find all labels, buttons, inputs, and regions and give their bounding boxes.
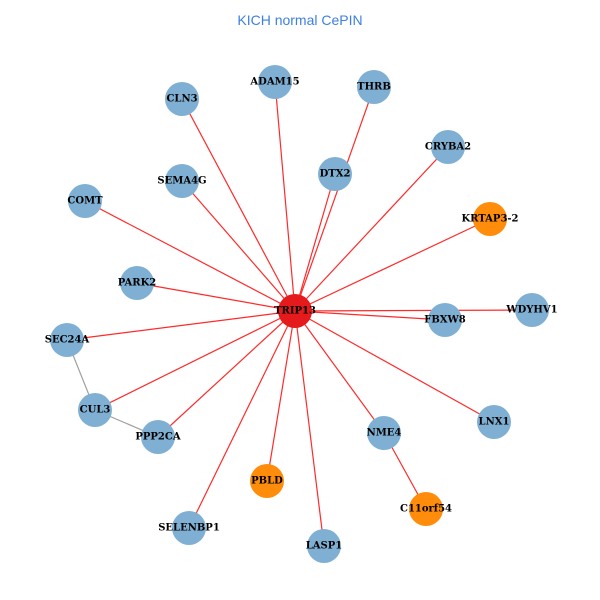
node-circle <box>258 65 292 99</box>
node-label: FBXW8 <box>424 315 466 326</box>
node-c11orf54: C11orf54 <box>400 492 452 526</box>
node-pbld: PBLD <box>250 464 284 498</box>
node-label: PBLD <box>251 476 283 487</box>
node-label: CRYBA2 <box>425 142 471 153</box>
edge-trip13-fbxw8 <box>294 310 446 321</box>
node-adam15: ADAM15 <box>249 65 300 99</box>
node-thrb: THRB <box>357 70 391 104</box>
node-ppp2ca: PPP2CA <box>135 420 181 454</box>
node-circle <box>250 464 284 498</box>
edge-trip13-lnx1 <box>294 310 495 423</box>
node-sema4g: SEMA4G <box>157 164 207 198</box>
node-circle <box>165 82 199 116</box>
edge-trip13-pbld <box>266 310 296 482</box>
node-label: NME4 <box>367 428 402 439</box>
edge-trip13-cln3 <box>181 98 296 312</box>
node-wdyhv1: WDYHV1 <box>505 293 558 327</box>
node-label: COMT <box>67 196 103 207</box>
node-label: PPP2CA <box>135 432 180 443</box>
edge-trip13-thrb <box>294 86 375 312</box>
node-krtap3-2: KRTAP3-2 <box>461 202 519 236</box>
node-circle <box>120 266 154 300</box>
figure-title: KICH normal CePIN <box>237 12 363 28</box>
edge-trip13-dtx2 <box>294 173 336 312</box>
node-label: DTX2 <box>320 169 351 180</box>
node-label: KRTAP3-2 <box>461 214 518 225</box>
node-label: PARK2 <box>118 278 157 289</box>
node-fbxw8: FBXW8 <box>424 303 466 337</box>
node-circle <box>278 294 312 328</box>
node-selenbp1: SELENBP1 <box>158 511 220 545</box>
node-trip13: TRIP13 <box>274 294 316 328</box>
node-circle <box>409 492 443 526</box>
node-circle <box>141 420 175 454</box>
node-circle <box>68 184 102 218</box>
node-circle <box>307 529 341 563</box>
node-sec24a: SEC24A <box>45 323 90 357</box>
edge-trip13-park2 <box>136 282 296 312</box>
node-circle <box>357 70 391 104</box>
edge-trip13-cryba2 <box>294 146 449 312</box>
edge-trip13-nme4 <box>294 310 385 434</box>
node-circle <box>50 323 84 357</box>
edge-trip13-adam15 <box>274 81 296 312</box>
node-label: THRB <box>357 82 391 93</box>
node-circle <box>172 511 206 545</box>
node-cul3: CUL3 <box>78 393 112 427</box>
node-cryba2: CRYBA2 <box>425 130 471 164</box>
node-circle <box>78 393 112 427</box>
node-label: TRIP13 <box>274 306 316 317</box>
node-label: SELENBP1 <box>158 523 220 534</box>
edge-trip13-selenbp1 <box>188 310 296 529</box>
node-label: CLN3 <box>166 94 197 105</box>
node-label: LNX1 <box>479 417 510 428</box>
node-circle <box>318 157 352 191</box>
node-label: SEC24A <box>45 335 90 346</box>
node-lasp1: LASP1 <box>306 529 343 563</box>
node-circle <box>367 416 401 450</box>
node-circle <box>515 293 549 327</box>
edge-trip13-krtap3-2 <box>294 218 491 312</box>
node-label: SEMA4G <box>157 176 206 187</box>
node-label: C11orf54 <box>400 504 452 515</box>
node-circle <box>165 164 199 198</box>
edge-trip13-ppp2ca <box>157 310 296 438</box>
node-circle <box>428 303 462 337</box>
node-label: CUL3 <box>80 405 111 416</box>
node-label: LASP1 <box>306 541 343 552</box>
edge-trip13-cul3 <box>94 310 296 411</box>
node-dtx2: DTX2 <box>318 157 352 191</box>
node-cln3: CLN3 <box>165 82 199 116</box>
edge-trip13-wdyhv1 <box>294 309 533 312</box>
edge-trip13-sema4g <box>181 180 296 312</box>
node-label: ADAM15 <box>249 77 299 88</box>
node-label: WDYHV1 <box>505 305 557 316</box>
node-circle <box>431 130 465 164</box>
edge-trip13-sec24a <box>66 310 296 341</box>
node-circle <box>473 202 507 236</box>
edge-trip13-lasp1 <box>294 310 325 547</box>
node-park2: PARK2 <box>118 266 157 300</box>
node-circle <box>477 405 511 439</box>
node-lnx1: LNX1 <box>477 405 511 439</box>
node-nme4: NME4 <box>367 416 402 450</box>
edge-trip13-comt <box>84 200 296 312</box>
node-comt: COMT <box>67 184 103 218</box>
